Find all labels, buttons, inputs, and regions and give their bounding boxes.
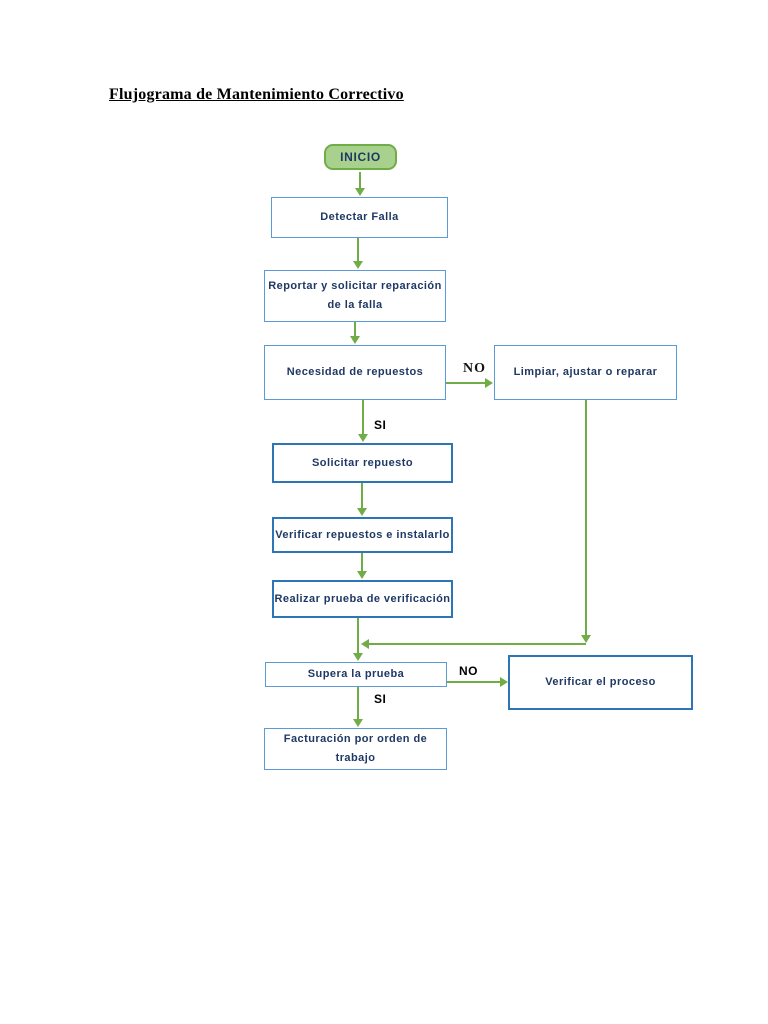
arrow-verificar-realizar <box>357 553 367 579</box>
page-title: Flujograma de Mantenimiento Correctivo <box>109 86 404 103</box>
flow-node-facturacion-orden-trabajo: Facturación por orden de trabajo <box>264 728 447 770</box>
flow-node-necesidad-repuestos: Necesidad de repuestos <box>264 345 446 400</box>
node-label: Limpiar, ajustar o reparar <box>513 366 658 378</box>
arrow-necesidad-solicitar-si <box>358 400 368 442</box>
arrow-detectar-reportar <box>353 238 363 269</box>
arrow-supera-verificarproceso-no <box>447 677 508 687</box>
arrow-limpiar-down <box>581 400 591 643</box>
flow-node-supera-la-prueba: Supera la prueba <box>265 662 447 687</box>
arrow-inicio-detectar <box>355 172 365 196</box>
node-label-line: Reportar y solicitar reparación <box>268 280 442 292</box>
arrow-reportar-necesidad <box>350 322 360 344</box>
node-label: Verificar el proceso <box>545 676 656 688</box>
node-label: Realizar prueba de verificación <box>274 592 451 605</box>
arrow-necesidad-limpiar-no <box>446 378 493 388</box>
flow-node-detectar-falla: Detectar Falla <box>271 197 448 238</box>
arrow-limpiar-left-merge <box>361 639 586 649</box>
flow-node-inicio: INICIO <box>324 144 397 170</box>
node-label: Supera la prueba <box>307 668 405 680</box>
flow-node-solicitar-repuesto: Solicitar repuesto <box>272 443 453 483</box>
arrow-supera-facturacion-si <box>353 687 363 727</box>
node-label-line: Facturación por orden de <box>283 733 428 745</box>
node-label: Solicitar repuesto <box>311 456 413 469</box>
flow-node-limpiar-ajustar-reparar: Limpiar, ajustar o reparar <box>494 345 677 400</box>
branch-label-no-repuestos: NO <box>463 361 486 376</box>
node-label: INICIO <box>340 149 381 164</box>
flow-node-reportar-reparacion: Reportar y solicitar reparación de la fa… <box>264 270 446 322</box>
arrow-solicitar-verificar <box>357 483 367 516</box>
branch-label-si-repuestos: SI <box>374 418 387 432</box>
flow-node-realizar-prueba: Realizar prueba de verificación <box>272 580 453 618</box>
node-label-line: de la falla <box>327 299 383 311</box>
node-label: Necesidad de repuestos <box>286 366 424 378</box>
node-label: Detectar Falla <box>320 211 399 223</box>
branch-label-no-prueba: NO <box>459 664 478 678</box>
node-label-line: trabajo <box>335 752 376 764</box>
branch-label-si-prueba: SI <box>374 692 387 706</box>
node-label: Verificar repuestos e instalarlo <box>275 528 450 541</box>
flow-node-verificar-el-proceso: Verificar el proceso <box>508 655 693 710</box>
flow-node-verificar-repuestos: Verificar repuestos e instalarlo <box>272 517 453 553</box>
arrow-realizar-supera <box>353 618 363 661</box>
